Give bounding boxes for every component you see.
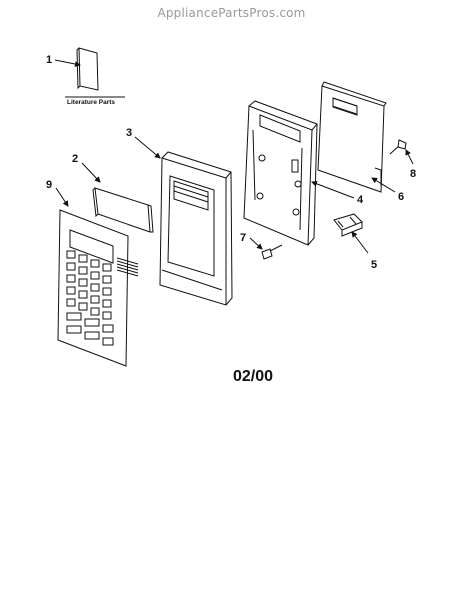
part-8-screw xyxy=(389,139,407,155)
callout-7: 7 xyxy=(240,232,246,244)
watermark: AppliancePartsPros.com xyxy=(157,6,306,20)
part-1-literature: Literature Parts xyxy=(65,47,125,106)
callout-1: 1 xyxy=(46,54,52,66)
part-5-bracket xyxy=(333,213,363,237)
callout-2: 2 xyxy=(72,153,78,165)
literature-label: Literature Parts xyxy=(67,99,115,106)
part-4-control-housing xyxy=(243,100,318,246)
callout-6: 6 xyxy=(398,191,404,203)
part-2-panel-plate xyxy=(92,187,154,233)
callout-8: 8 xyxy=(410,168,416,180)
part-6-circuit-board xyxy=(317,81,387,193)
part-9-keypad xyxy=(57,209,139,367)
part-7-screw xyxy=(261,244,283,260)
callout-3: 3 xyxy=(126,127,132,139)
date-code: 02/00 xyxy=(233,368,273,385)
callout-5: 5 xyxy=(371,259,377,271)
part-3-control-frame xyxy=(159,151,233,306)
callout-4: 4 xyxy=(357,194,364,206)
callout-9: 9 xyxy=(46,179,52,191)
